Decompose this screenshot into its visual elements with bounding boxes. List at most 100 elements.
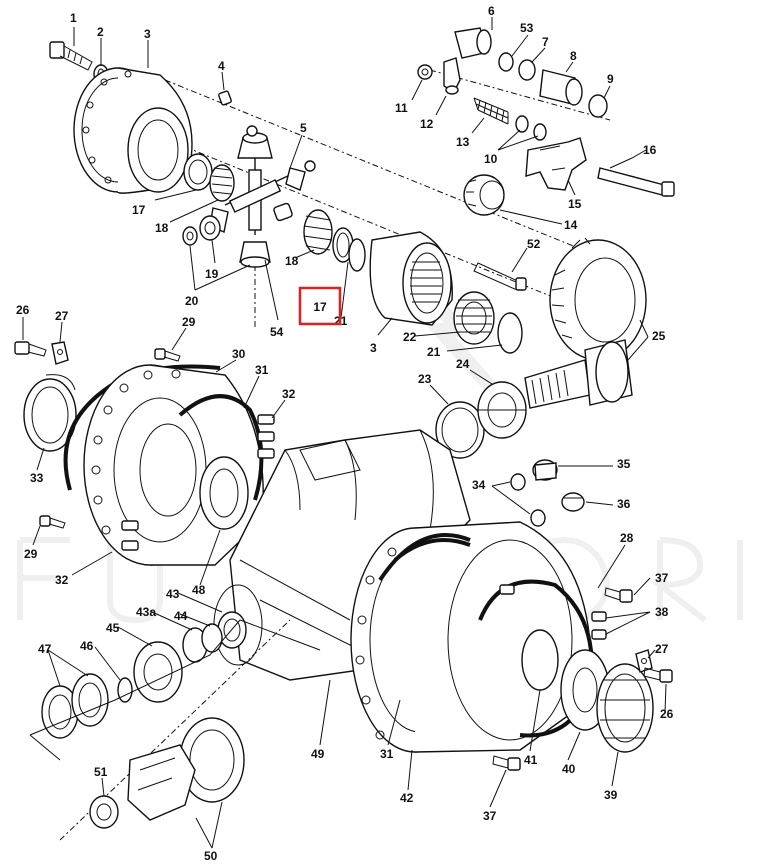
callout-4: 4 bbox=[218, 59, 225, 73]
spring-13 bbox=[473, 97, 509, 125]
callout-5: 5 bbox=[300, 121, 307, 135]
callout-10: 10 bbox=[484, 152, 498, 166]
callout-41: 41 bbox=[524, 753, 538, 767]
bolt-37-bottom bbox=[492, 755, 521, 771]
callout-34: 34 bbox=[472, 478, 486, 492]
bolt-29-top bbox=[154, 348, 181, 362]
washer-44 bbox=[201, 623, 223, 653]
bearing-48 bbox=[199, 456, 249, 530]
callout-35: 35 bbox=[617, 457, 631, 471]
highlighted-part-callout: 17 bbox=[298, 286, 342, 326]
sleeve-14 bbox=[463, 174, 505, 216]
highlight-label: 17 bbox=[313, 300, 327, 314]
circlip-46 bbox=[117, 677, 133, 703]
studs-38 bbox=[499, 584, 607, 640]
callout-9: 9 bbox=[607, 72, 614, 86]
callout-32-top: 32 bbox=[282, 387, 296, 401]
actuator-6 bbox=[454, 27, 492, 59]
callout-53: 53 bbox=[520, 21, 534, 35]
seals-47 bbox=[41, 673, 109, 739]
callout-14: 14 bbox=[564, 218, 578, 232]
left-hub-assembly bbox=[14, 341, 275, 566]
shaft-16 bbox=[597, 167, 675, 197]
side-gear-18-left bbox=[209, 164, 235, 202]
piston-8 bbox=[539, 69, 583, 106]
circlip-21-lower bbox=[497, 312, 523, 354]
cover-35 bbox=[532, 459, 558, 481]
callout-54: 54 bbox=[270, 325, 284, 339]
bolt-52 bbox=[473, 262, 527, 291]
callout-19: 19 bbox=[205, 267, 219, 281]
callout-18-right: 18 bbox=[285, 254, 299, 268]
callout-38: 38 bbox=[655, 605, 669, 619]
callout-48: 48 bbox=[192, 583, 206, 597]
bolt-26-right bbox=[643, 667, 673, 683]
lever-12 bbox=[443, 57, 461, 95]
callout-22: 22 bbox=[403, 330, 417, 344]
fork-15 bbox=[525, 137, 587, 191]
callout-13: 13 bbox=[456, 135, 470, 149]
bolt-26-left bbox=[14, 341, 47, 357]
callout-52: 52 bbox=[527, 237, 541, 251]
callout-49: 49 bbox=[311, 747, 325, 761]
right-hub-assembly bbox=[350, 459, 673, 771]
o-ring-31-right bbox=[393, 538, 471, 562]
seal-33 bbox=[23, 374, 77, 452]
callout-37-bottom: 37 bbox=[483, 809, 497, 823]
crown-wheel-25 bbox=[549, 237, 647, 361]
bolt-37-top bbox=[604, 587, 633, 603]
callout-51: 51 bbox=[94, 765, 108, 779]
side-gear-18-right bbox=[303, 209, 333, 255]
callout-40: 40 bbox=[562, 762, 576, 776]
callout-1: 1 bbox=[70, 11, 77, 25]
diff-lock-assembly bbox=[417, 27, 675, 216]
callout-31-right: 31 bbox=[380, 747, 394, 761]
input-flange-assembly bbox=[29, 611, 321, 841]
circlip-21 bbox=[348, 238, 366, 272]
callout-42: 42 bbox=[400, 791, 414, 805]
flange-50 bbox=[127, 717, 245, 821]
differential-assembly bbox=[49, 41, 647, 459]
callout-3: 3 bbox=[144, 27, 151, 41]
callout-28: 28 bbox=[620, 531, 634, 545]
callout-43: 43 bbox=[166, 587, 180, 601]
nut-11 bbox=[417, 64, 433, 80]
callout-2: 2 bbox=[97, 25, 104, 39]
callout-23: 23 bbox=[418, 372, 432, 386]
oring-53 bbox=[498, 52, 514, 72]
callout-11: 11 bbox=[395, 101, 408, 115]
callout-32-bottom: 32 bbox=[55, 573, 69, 587]
callout-47: 47 bbox=[38, 642, 52, 656]
plug-36 bbox=[561, 492, 585, 512]
callout-45: 45 bbox=[106, 621, 120, 635]
callout-33: 33 bbox=[30, 471, 44, 485]
callout-50: 50 bbox=[204, 849, 218, 863]
spider-gears-5 bbox=[209, 125, 316, 268]
hub-flange-right bbox=[350, 521, 592, 753]
callout-27-right: 27 bbox=[655, 642, 669, 656]
pin-4 bbox=[218, 90, 232, 106]
callout-18-left: 18 bbox=[155, 221, 169, 235]
callout-29-top: 29 bbox=[182, 315, 196, 329]
pinion-shaft-24 bbox=[524, 339, 633, 409]
bearing-24 bbox=[477, 381, 527, 439]
callout-25: 25 bbox=[652, 329, 666, 343]
callout-27-left: 27 bbox=[55, 309, 69, 323]
washer-20 bbox=[182, 226, 198, 246]
callout-16: 16 bbox=[643, 143, 657, 157]
seal-23 bbox=[435, 401, 485, 459]
bracket-27-left bbox=[51, 341, 69, 365]
callout-15: 15 bbox=[568, 197, 582, 211]
callout-24: 24 bbox=[456, 357, 470, 371]
washer-34b bbox=[530, 509, 546, 527]
ring-7 bbox=[518, 59, 536, 81]
seal-39 bbox=[596, 663, 654, 753]
seal-9 bbox=[588, 94, 608, 118]
callout-39: 39 bbox=[604, 788, 618, 802]
callout-17-left: 17 bbox=[132, 203, 146, 217]
nut-51 bbox=[89, 795, 119, 829]
callout-20: 20 bbox=[185, 294, 199, 308]
callout-43a: 43a bbox=[136, 605, 156, 619]
bearing-22 bbox=[453, 291, 495, 345]
